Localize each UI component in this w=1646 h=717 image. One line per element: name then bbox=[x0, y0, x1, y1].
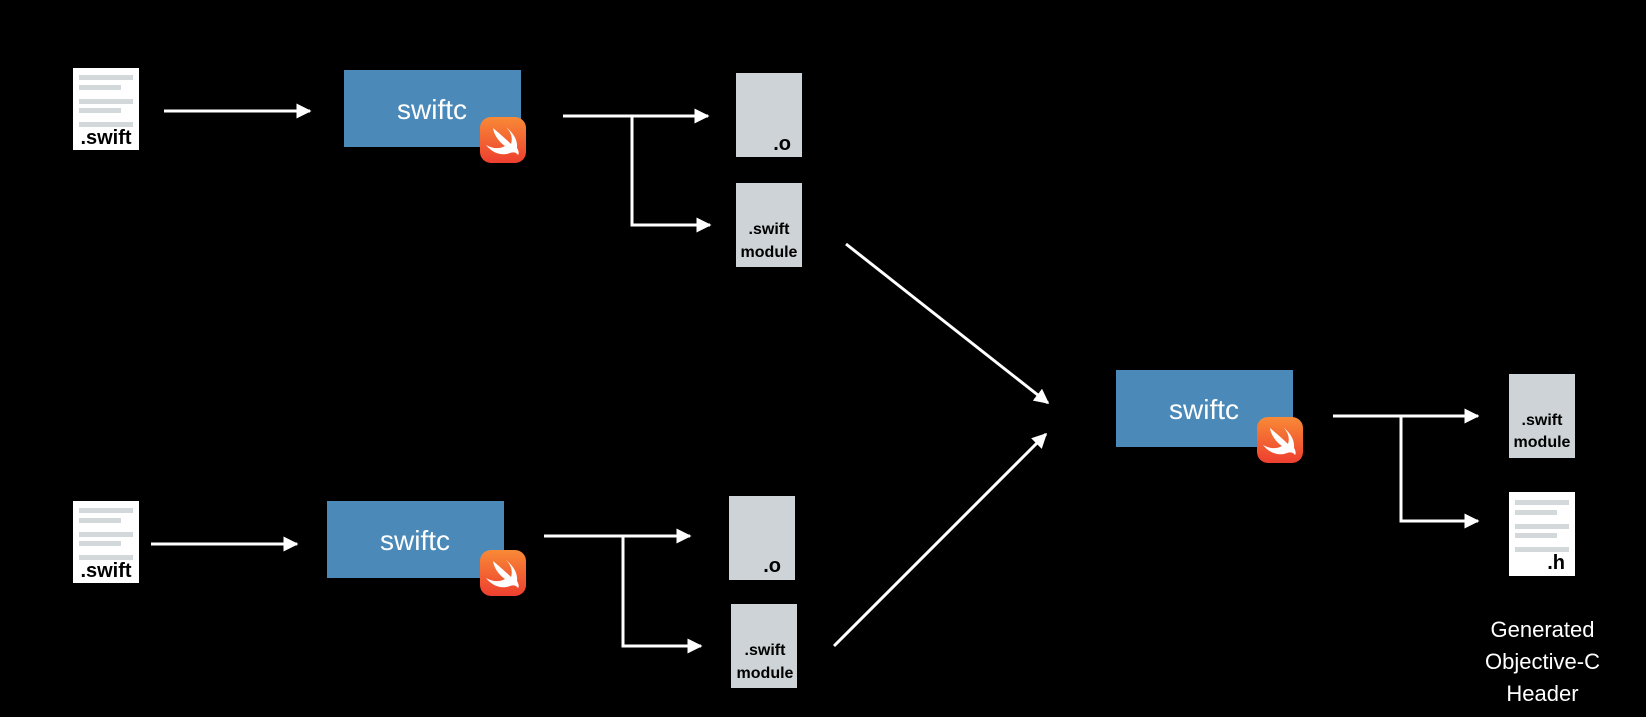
arrow bbox=[832, 432, 1048, 648]
swiftmodule-file-top: .swift module bbox=[736, 183, 802, 267]
module-label-line1: .swift bbox=[749, 221, 791, 238]
compiler-box-merge: swiftc bbox=[1116, 370, 1303, 463]
module-label-line2: module bbox=[737, 665, 794, 682]
module-label-line1: .swift bbox=[745, 642, 787, 659]
file-ext-label: .o bbox=[773, 133, 791, 155]
source-file-bottom: .swift bbox=[73, 501, 139, 583]
compiler-box-top: swiftc bbox=[344, 70, 526, 163]
source-file-top: .swift bbox=[73, 68, 139, 150]
swiftmodule-file-bottom: .swift module bbox=[731, 604, 797, 688]
object-file-top: .o bbox=[736, 73, 802, 157]
swift-logo-icon bbox=[1257, 417, 1303, 463]
caption-line: Generated bbox=[1490, 617, 1595, 642]
file-ext-label: .swift bbox=[80, 127, 131, 149]
header-file-output: .h bbox=[1509, 492, 1575, 576]
compiler-label: swiftc bbox=[397, 94, 467, 125]
module-label-line1: .swift bbox=[1522, 412, 1564, 429]
file-ext-label: .o bbox=[763, 555, 781, 577]
arrow bbox=[1399, 416, 1480, 529]
swiftmodule-file-output: .swift module bbox=[1509, 374, 1575, 458]
swift-logo-icon bbox=[480, 550, 526, 596]
arrow bbox=[630, 116, 712, 233]
swift-logo-icon bbox=[480, 117, 526, 163]
compiler-box-bottom: swiftc bbox=[327, 501, 526, 596]
compiler-label: swiftc bbox=[1169, 394, 1239, 425]
arrow bbox=[621, 536, 703, 654]
module-label-line2: module bbox=[1514, 434, 1571, 451]
arrow bbox=[845, 242, 1050, 405]
caption-line: Header bbox=[1506, 681, 1579, 706]
object-file-bottom: .o bbox=[729, 496, 795, 580]
caption-line: Objective-C bbox=[1485, 649, 1600, 674]
module-label-line2: module bbox=[741, 244, 798, 261]
file-ext-label: .h bbox=[1547, 552, 1565, 574]
compiler-label: swiftc bbox=[380, 525, 450, 556]
generated-header-caption: Generated Objective-C Header bbox=[1455, 614, 1630, 710]
file-ext-label: .swift bbox=[80, 560, 131, 582]
